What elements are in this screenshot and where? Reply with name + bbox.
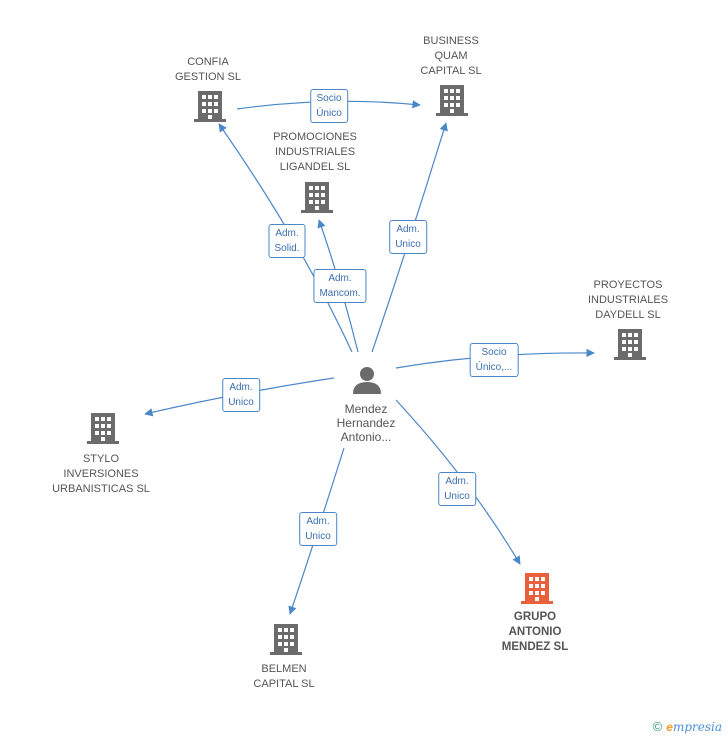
brand-footer: ©empresia [653,719,722,734]
company-label-stylo[interactable]: STYLO INVERSIONES URBANISTICAS SL [52,453,150,495]
building-icon-stylo[interactable] [87,413,119,444]
building-icon-belmen[interactable] [270,624,302,655]
edge-label-person-business: Adm. Unico [389,220,427,254]
company-label-belmen[interactable]: BELMEN CAPITAL SL [253,663,315,690]
building-icon-proyectos[interactable] [614,329,646,360]
brand-logo-initial: e [666,720,673,734]
edge-label-person-proyectos: Socio Único,... [469,343,519,377]
copyright-icon: © [652,719,663,734]
company-label-promociones[interactable]: PROMOCIONES INDUSTRIALES LIGANDEL SL [273,131,357,173]
edge-label-confia-business: Socio Único [310,89,348,123]
brand-logo-text: mpresia [672,720,722,734]
edge-label-person-belmen: Adm. Unico [299,512,337,546]
edge-label-person-grupo: Adm. Unico [438,472,476,506]
edges [144,100,595,615]
building-icon-business[interactable] [436,85,468,116]
company-label-business[interactable]: BUSINESS QUAM CAPITAL SL [420,35,482,77]
person-icon[interactable] [353,367,381,394]
building-icon-promociones[interactable] [301,182,333,213]
company-label-confia[interactable]: CONFIA GESTION SL [174,56,242,83]
edge-label-person-promociones: Adm. Mancom. [313,269,367,303]
edge-label-person-stylo: Adm. Unico [222,378,260,412]
building-icon-grupo[interactable] [521,573,553,604]
edge-label-person-confia: Adm. Solid. [268,224,306,258]
company-label-proyectos[interactable]: PROYECTOS INDUSTRIALES DAYDELL SL [587,279,669,321]
company-label-grupo[interactable]: GRUPO ANTONIO MENDEZ SL [501,611,569,653]
building-icon-confia[interactable] [194,91,226,122]
person-label[interactable]: Mendez Hernandez Antonio... [336,402,396,444]
